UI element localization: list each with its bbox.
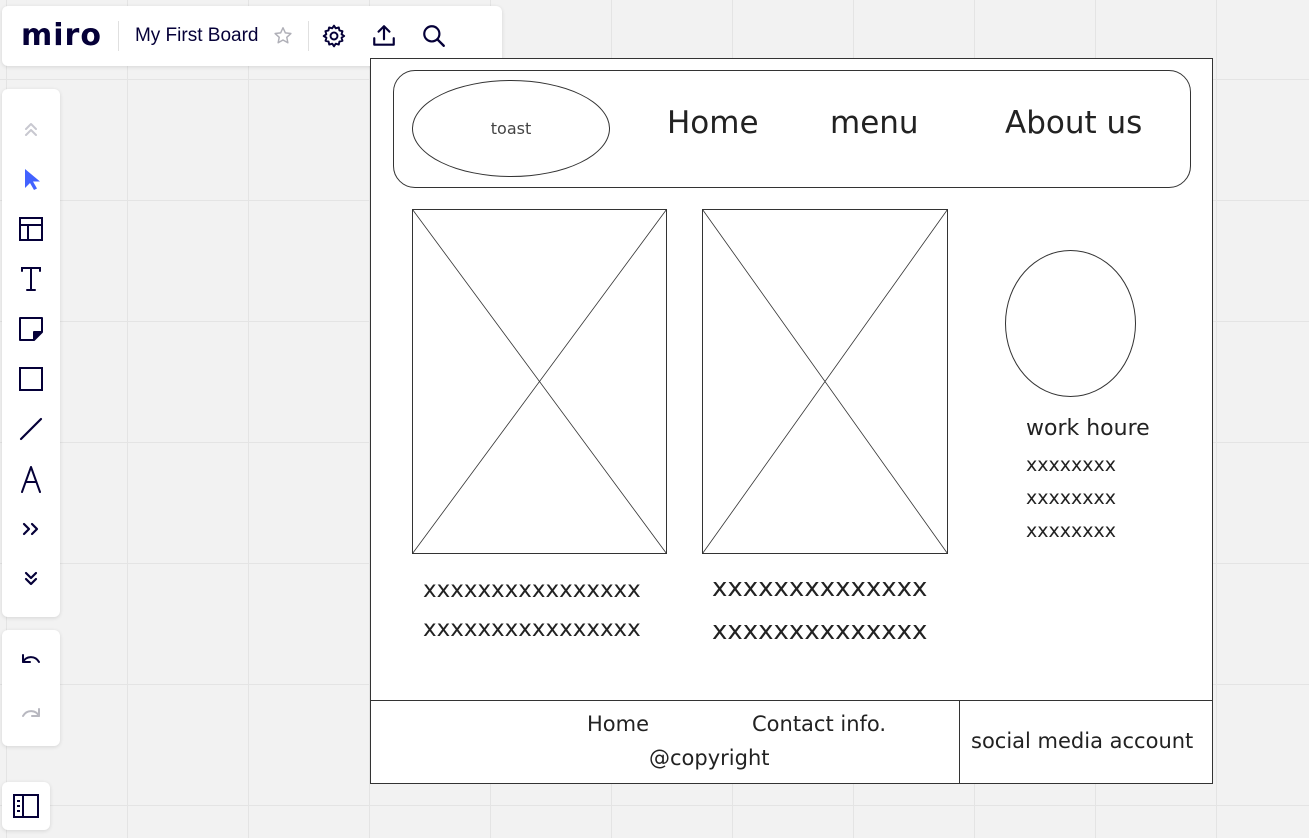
collapse-up-icon[interactable] xyxy=(17,115,45,143)
line-icon[interactable] xyxy=(17,415,45,443)
product-2-line-2: xxxxxxxxxxxxxx xyxy=(712,616,928,646)
miro-logo[interactable]: miro xyxy=(21,17,102,53)
text-icon[interactable] xyxy=(17,265,45,293)
history-panel xyxy=(2,630,60,746)
redo-icon[interactable] xyxy=(17,702,45,730)
logo-text: toast xyxy=(490,119,532,138)
divider xyxy=(117,21,119,51)
footer-copyright: @copyright xyxy=(649,746,770,770)
work-hours-line-1: xxxxxxxx xyxy=(1026,454,1116,476)
pen-icon[interactable] xyxy=(17,465,45,493)
tool-sidebar xyxy=(2,89,60,617)
divider xyxy=(308,21,310,51)
more-tools-icon[interactable] xyxy=(17,515,45,543)
work-hours-line-3: xxxxxxxx xyxy=(1026,520,1116,542)
logo-placeholder[interactable]: toast xyxy=(412,80,610,177)
templates-icon[interactable] xyxy=(17,215,45,243)
wireframe-frame[interactable]: toast Home menu About us xxxxxxxxxxxxxxx… xyxy=(370,58,1213,784)
image-placeholder-1[interactable] xyxy=(412,209,668,555)
footer-contact-link[interactable]: Contact info. xyxy=(752,712,887,736)
footer-divider xyxy=(959,700,960,783)
image-placeholder-2[interactable] xyxy=(702,209,949,555)
board-title[interactable]: My First Board xyxy=(134,25,259,46)
nav-menu[interactable]: menu xyxy=(830,105,919,141)
info-image-placeholder[interactable] xyxy=(1005,250,1136,397)
product-1-line-1: xxxxxxxxxxxxxxxx xyxy=(423,577,641,603)
top-bar: miro My First Board xyxy=(2,6,502,66)
search-icon[interactable] xyxy=(421,23,447,49)
nav-about-us[interactable]: About us xyxy=(1005,105,1143,141)
expand-down-icon[interactable] xyxy=(17,565,45,593)
upload-icon[interactable] xyxy=(371,23,397,49)
star-icon[interactable] xyxy=(270,23,296,49)
work-hours-title: work houre xyxy=(1026,416,1150,441)
product-2-line-1: xxxxxxxxxxxxxx xyxy=(712,573,928,603)
product-1-line-2: xxxxxxxxxxxxxxxx xyxy=(423,616,641,642)
footer-home-link[interactable]: Home xyxy=(587,712,650,736)
nav-home[interactable]: Home xyxy=(667,105,759,141)
footer-social-link[interactable]: social media account xyxy=(971,729,1194,753)
select-cursor-icon[interactable] xyxy=(17,165,45,193)
sticky-note-icon[interactable] xyxy=(17,315,45,343)
wireframe-footer[interactable] xyxy=(371,700,1212,783)
gear-icon[interactable] xyxy=(321,23,347,49)
panel-toggle-icon[interactable] xyxy=(2,782,50,830)
work-hours-line-2: xxxxxxxx xyxy=(1026,487,1116,509)
shape-icon[interactable] xyxy=(17,365,45,393)
undo-icon[interactable] xyxy=(17,648,45,676)
wireframe-header[interactable] xyxy=(393,70,1191,188)
